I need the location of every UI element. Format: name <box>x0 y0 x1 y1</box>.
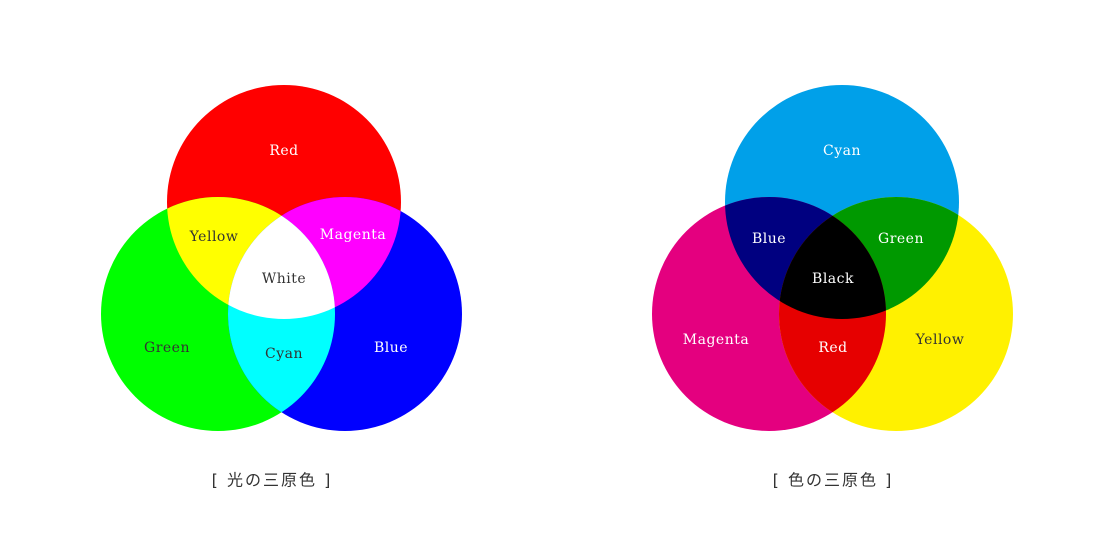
white-overlap <box>228 197 335 319</box>
pigment-primaries-diagram: Cyan Blue Green Black Magenta Red Yellow… <box>652 85 1013 490</box>
label-magenta: Magenta <box>683 332 749 348</box>
black-overlap <box>779 197 886 319</box>
label-red: Red <box>818 340 847 356</box>
light-primaries-diagram: Red Yellow Magenta White Green Cyan Blue… <box>101 85 462 490</box>
label-green: Green <box>144 340 190 356</box>
label-white: White <box>262 271 306 287</box>
label-yellow: Yellow <box>189 229 239 245</box>
label-cyan: Cyan <box>823 143 861 159</box>
label-blue: Blue <box>752 231 786 247</box>
label-cyan: Cyan <box>265 346 303 362</box>
label-blue: Blue <box>374 340 408 356</box>
caption-light-primaries: [ 光の三原色 ] <box>212 471 333 490</box>
label-green: Green <box>878 231 924 247</box>
caption-pigment-primaries: [ 色の三原色 ] <box>773 471 894 490</box>
label-black: Black <box>812 271 854 287</box>
label-yellow: Yellow <box>915 332 965 348</box>
label-magenta: Magenta <box>320 227 386 243</box>
label-red: Red <box>269 143 298 159</box>
